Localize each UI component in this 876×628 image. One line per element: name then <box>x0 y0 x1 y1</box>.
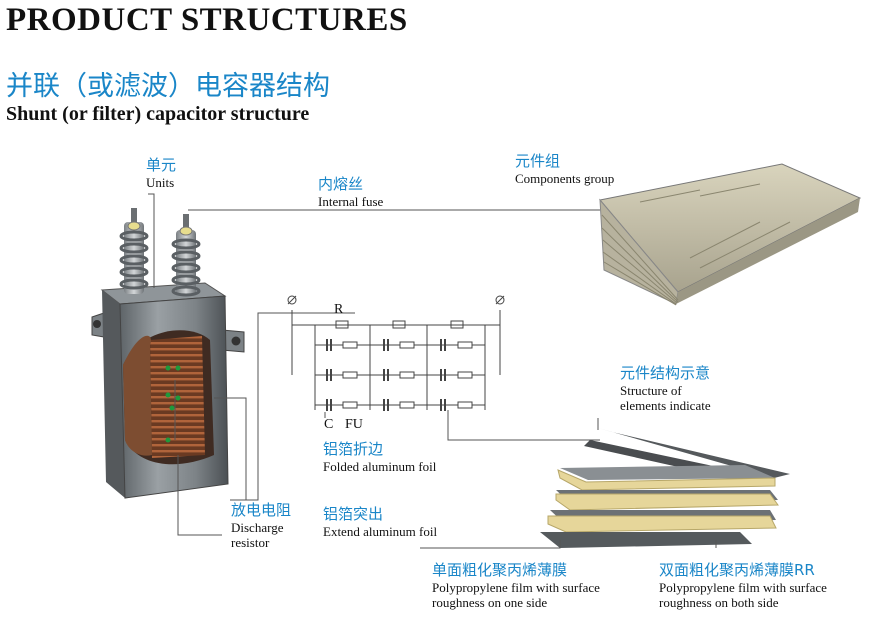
label-units-cn: 单元 <box>146 156 177 174</box>
label-units-en: Units <box>146 175 175 190</box>
label-film-both-side: 双面粗化聚丙烯薄膜RR Polypropylene film with surf… <box>659 561 827 610</box>
label-structure-elements-cn: 元件结构示意 <box>620 364 711 382</box>
label-internal-fuse-cn: 内熔丝 <box>318 175 364 193</box>
element-structure-image <box>540 428 790 548</box>
label-folded-foil: 铝箔折边 Folded aluminum foil <box>323 440 436 474</box>
label-components-group-en: Components group <box>515 171 615 186</box>
label-structure-elements: 元件结构示意 Structure of elements indicate <box>620 364 711 413</box>
components-group-image <box>599 163 862 306</box>
leader-lines <box>148 193 600 536</box>
schematic-fu-label: FU <box>345 417 363 432</box>
label-extend-foil-cn: 铝箔突出 <box>323 505 384 523</box>
label-internal-fuse: 内熔丝 Internal fuse <box>318 175 383 209</box>
label-discharge-resistor-cn: 放电电阻 <box>231 501 292 519</box>
label-internal-fuse-en: Internal fuse <box>318 194 384 209</box>
label-structure-elements-en1: Structure of <box>620 383 682 398</box>
label-structure-elements-en2: elements indicate <box>620 398 711 413</box>
label-film-both-side-cn: 双面粗化聚丙烯薄膜RR <box>659 561 815 579</box>
label-film-one-side-en2: roughness on one side <box>432 595 548 610</box>
subtitle-english: Shunt (or filter) capacitor structure <box>6 103 310 125</box>
label-film-one-side-en1: Polypropylene film with surface <box>432 580 600 595</box>
schematic-r-label: R <box>334 302 344 317</box>
label-components-group-cn: 元件组 <box>515 152 561 170</box>
capacitor-unit <box>91 208 245 499</box>
label-components-group: 元件组 Components group <box>515 152 614 186</box>
subtitle-chinese: 并联（或滤波）电容器结构 <box>6 71 330 102</box>
label-folded-foil-en: Folded aluminum foil <box>323 459 437 474</box>
label-discharge-resistor-en2: resistor <box>231 535 270 550</box>
page-title: PRODUCT STRUCTURES <box>6 2 408 38</box>
label-discharge-resistor-en1: Discharge <box>231 520 284 535</box>
label-discharge-resistor: 放电电阻 Discharge resistor <box>231 501 291 550</box>
schematic-c-label: C <box>324 417 334 432</box>
label-extend-foil: 铝箔突出 Extend aluminum foil <box>323 505 437 539</box>
label-film-one-side: 单面粗化聚丙烯薄膜 Polypropylene film with surfac… <box>432 561 600 610</box>
label-film-both-side-en1: Polypropylene film with surface <box>659 580 827 595</box>
label-folded-foil-cn: 铝箔折边 <box>323 440 384 458</box>
label-units: 单元 Units <box>146 156 176 190</box>
label-extend-foil-en: Extend aluminum foil <box>323 524 438 539</box>
label-film-both-side-en2: roughness on both side <box>659 595 779 610</box>
label-film-one-side-cn: 单面粗化聚丙烯薄膜 <box>432 561 568 579</box>
